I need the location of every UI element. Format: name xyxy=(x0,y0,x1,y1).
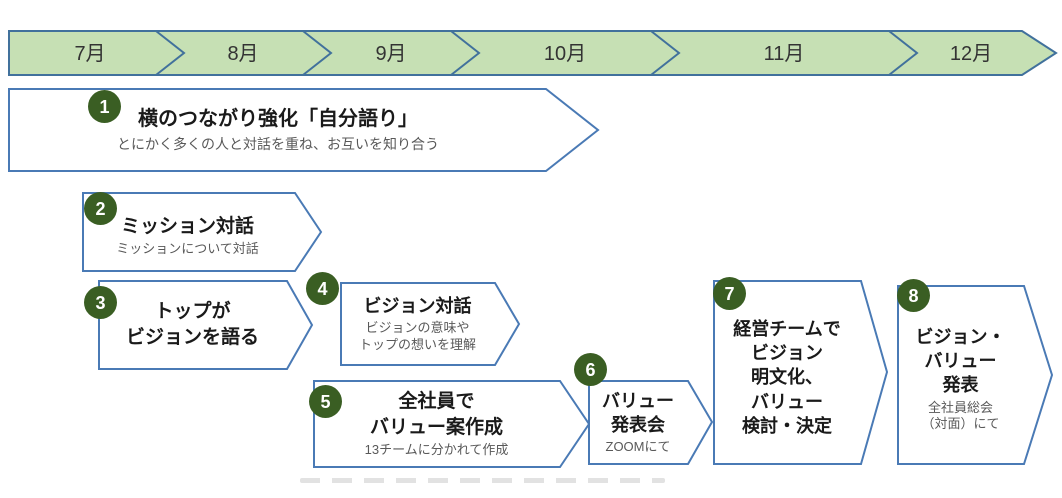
cropped-caption-remnant xyxy=(300,478,665,483)
arrow-shape xyxy=(340,282,521,366)
month-bar-shape xyxy=(8,30,1058,76)
month-label-oct: 10月 xyxy=(544,43,586,65)
month-label-jul: 7月 xyxy=(74,43,105,65)
step-title: ビジョン・ バリュー 発表 xyxy=(915,326,1006,396)
step-number-badge: 8 xyxy=(897,279,930,312)
month-divider-2 xyxy=(302,30,333,76)
step-title: 全社員で バリュー案作成 xyxy=(369,390,503,438)
step-title: 横のつながり強化「自分語り」 xyxy=(138,108,418,131)
step-title: ビジョン対話 xyxy=(363,295,472,316)
step-number: 3 xyxy=(95,292,106,313)
arrow-shape xyxy=(313,380,591,468)
step-subtitle: ZOOMにて xyxy=(605,439,671,455)
arrow-shape xyxy=(897,285,1054,465)
arrow-shape xyxy=(713,280,889,465)
arrow-shape xyxy=(82,192,323,272)
step-number-badge: 3 xyxy=(84,286,117,319)
step-7: 7 経営チームで ビジョン 明文化、 バリュー 検討・決定 xyxy=(713,277,889,465)
month-divider-3 xyxy=(450,30,481,76)
step-number-badge: 6 xyxy=(574,353,607,386)
step-subtitle: 13チームに分かれて作成 xyxy=(364,442,509,458)
step-number: 4 xyxy=(317,278,328,299)
step-number: 5 xyxy=(320,391,331,412)
step-2: 2 ミッション対話 ミッションについて対話 xyxy=(82,192,323,272)
step-5: 5 全社員で バリュー案作成 13チームに分かれて作成 xyxy=(309,380,591,468)
step-number-badge: 7 xyxy=(713,277,746,310)
step-number: 1 xyxy=(99,96,110,117)
month-label-aug: 8月 xyxy=(227,43,258,65)
step-8: 8 ビジョン・ バリュー 発表 全社員総会 （対面）にて xyxy=(897,279,1054,465)
step-subtitle: ビジョンの意味や トップの想いを理解 xyxy=(358,320,476,353)
step-title: ミッション対話 xyxy=(120,215,254,237)
month-label-sep: 9月 xyxy=(375,43,406,65)
step-3: 3 トップが ビジョンを語る xyxy=(84,280,314,370)
step-title: 経営チームで ビジョン 明文化、 バリュー 検討・決定 xyxy=(733,318,841,436)
month-label-dec: 12月 xyxy=(950,43,992,65)
arrow-shape xyxy=(98,280,314,370)
step-1: 1 横のつながり強化「自分語り」 とにかく多くの人と対話を重ね、お互いを知り合う xyxy=(8,88,600,172)
step-number: 8 xyxy=(908,285,919,306)
step-number-badge: 5 xyxy=(309,385,342,418)
month-divider-5 xyxy=(888,30,919,76)
step-number-badge: 4 xyxy=(306,272,339,305)
step-title: トップが ビジョンを語る xyxy=(125,301,259,348)
month-bar: 7月 8月 9月 10月 11月 12月 xyxy=(8,30,1058,76)
arrow-shape xyxy=(8,88,600,172)
step-number-badge: 1 xyxy=(88,90,121,123)
step-subtitle: 全社員総会 （対面）にて xyxy=(921,399,1000,432)
arrow-shape xyxy=(588,380,714,465)
step-4: 4 ビジョン対話 ビジョンの意味や トップの想いを理解 xyxy=(306,272,521,366)
step-subtitle: とにかく多くの人と対話を重ね、お互いを知り合う xyxy=(117,136,439,153)
step-number-badge: 2 xyxy=(84,192,117,225)
step-subtitle: ミッションについて対話 xyxy=(116,241,259,257)
step-title: バリュー 発表会 xyxy=(602,390,674,436)
step-number: 6 xyxy=(585,359,596,380)
month-divider-1 xyxy=(155,30,186,76)
step-number: 2 xyxy=(95,198,106,219)
step-6: 6 バリュー 発表会 ZOOMにて xyxy=(574,353,714,465)
step-number: 7 xyxy=(724,283,735,304)
month-label-nov: 11月 xyxy=(764,43,805,65)
month-divider-4 xyxy=(650,30,681,76)
